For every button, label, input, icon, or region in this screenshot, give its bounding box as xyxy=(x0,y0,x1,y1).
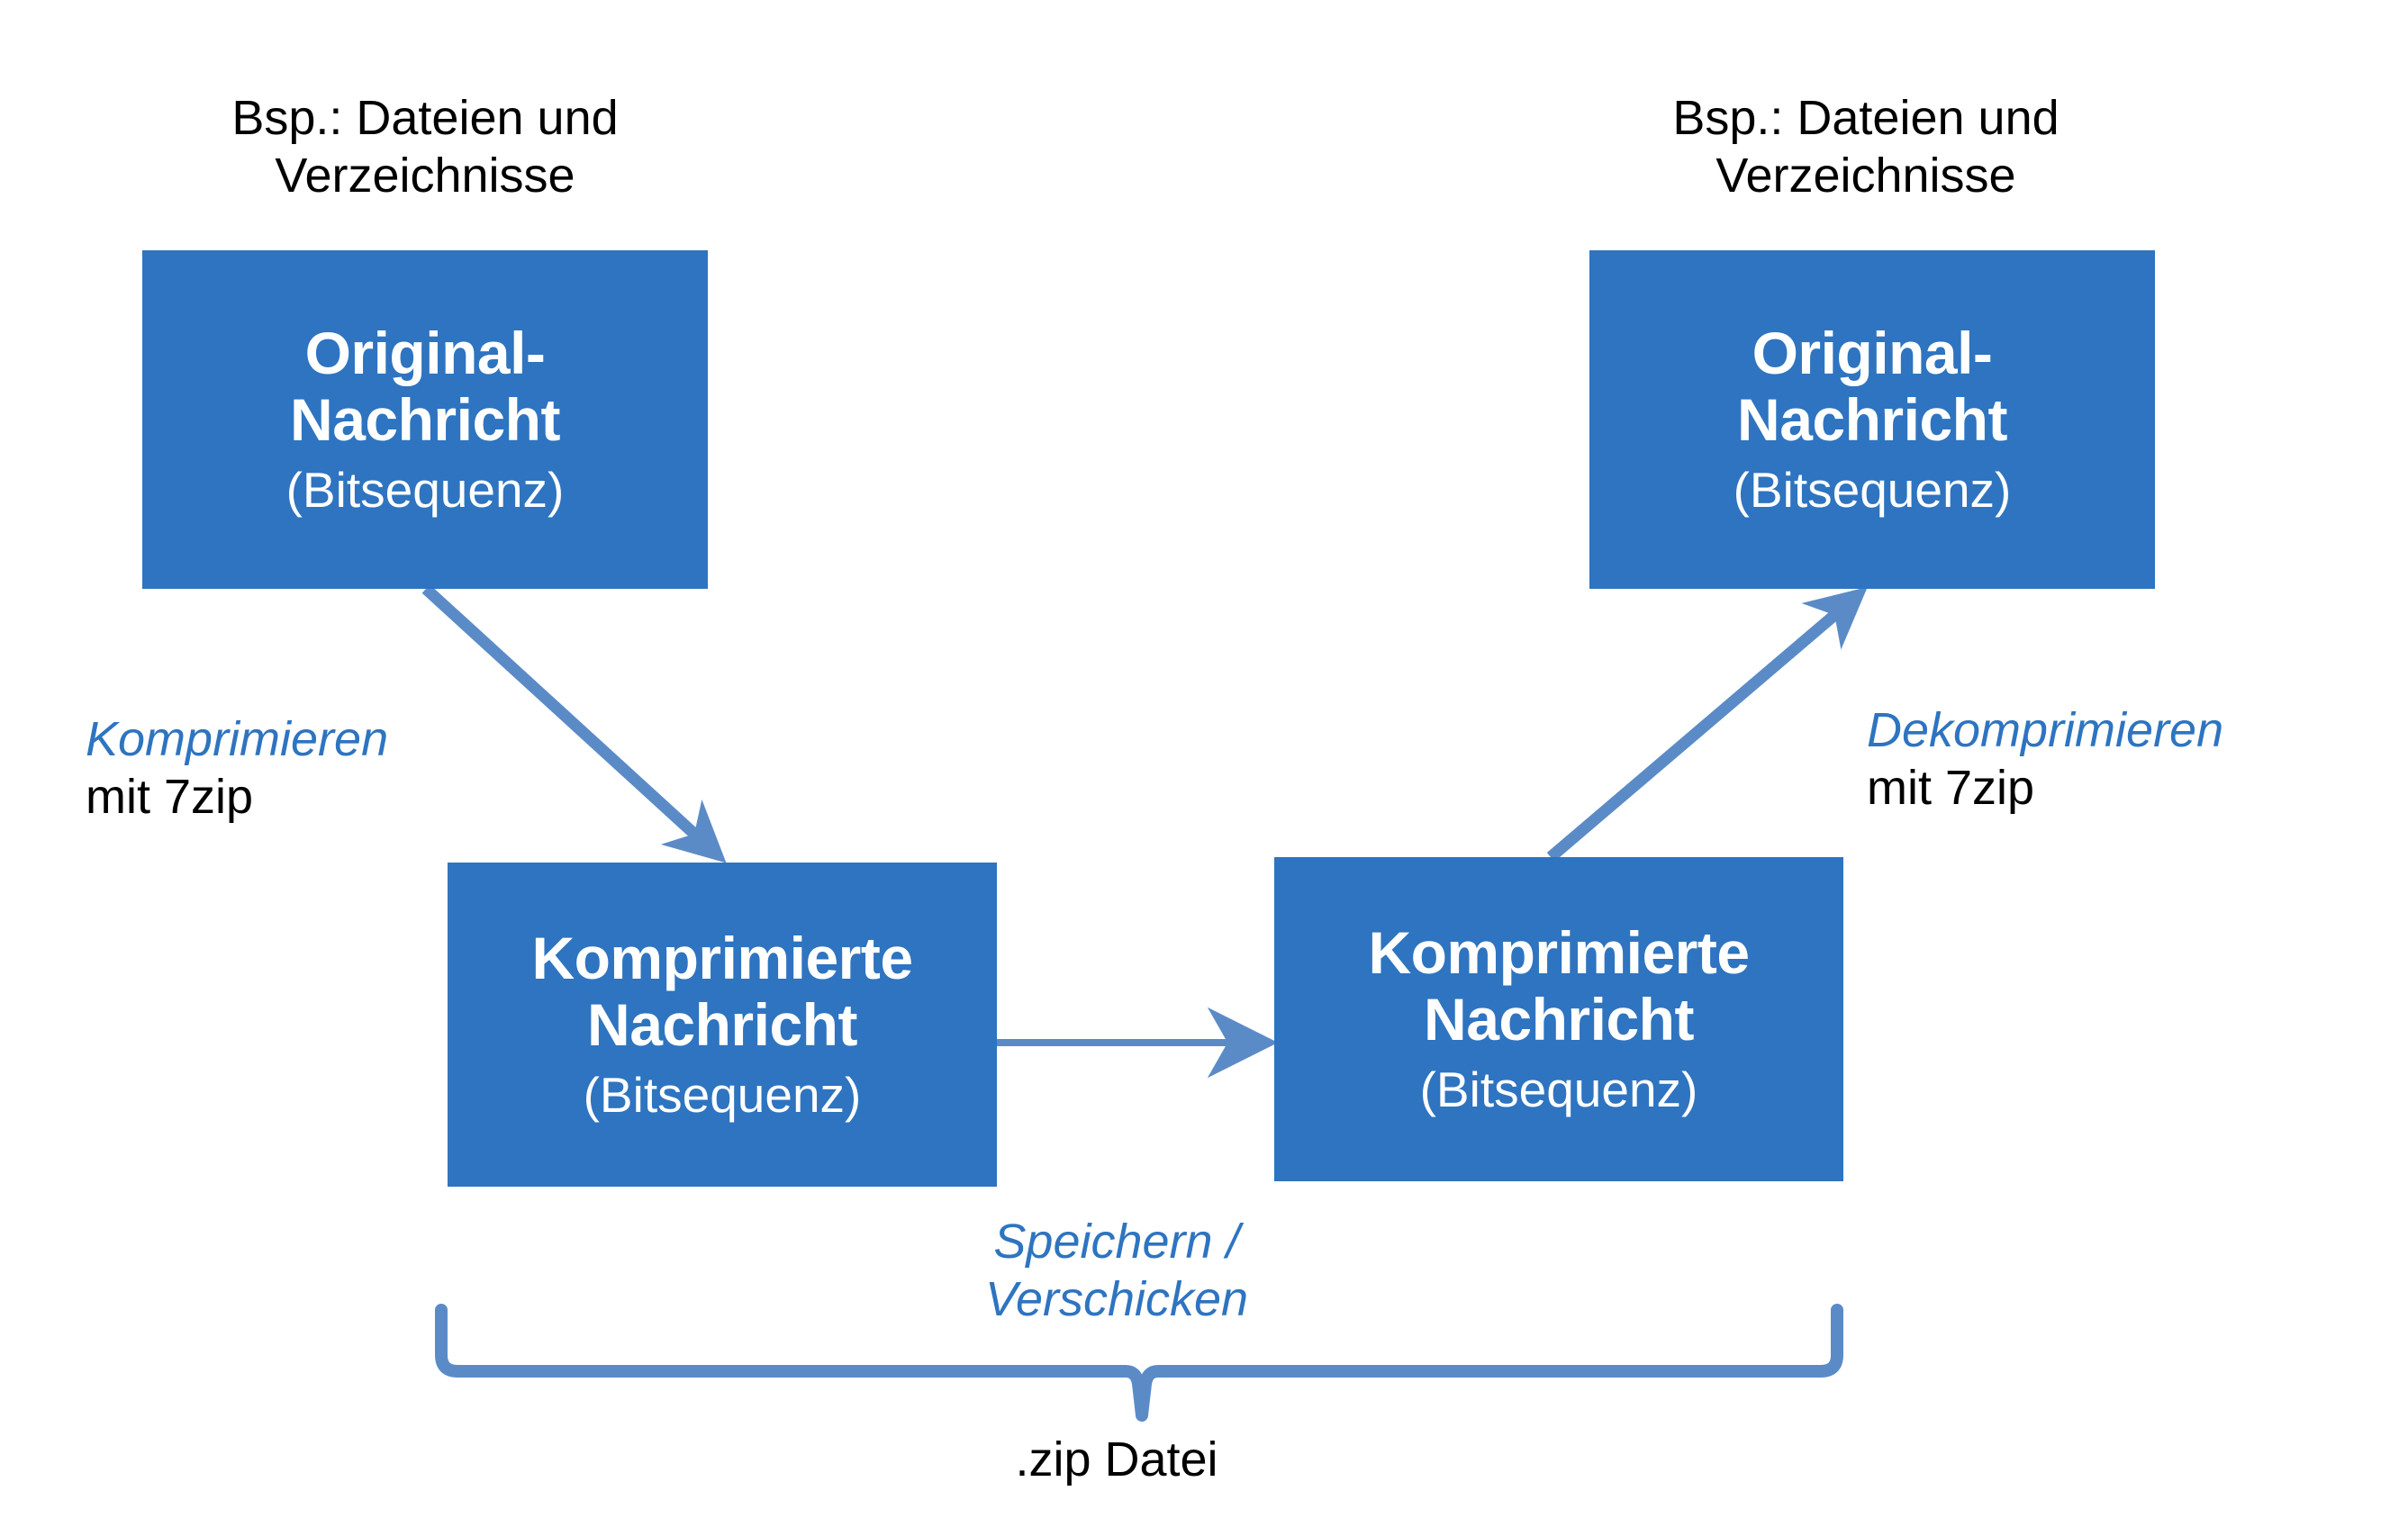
box-title-line-1: Komprimierte xyxy=(531,925,913,992)
example-caption-left: Bsp.: Dateien und Verzeichnisse xyxy=(231,91,619,203)
label-decompress: Dekomprimieren mit 7zip xyxy=(1867,702,2407,817)
box-title-line-1: Original- xyxy=(1752,320,1993,387)
box-title-line-1: Komprimierte xyxy=(1368,919,1750,987)
box-original-message-left[interactable]: Original- Nachricht (Bitsequenz) xyxy=(142,250,708,589)
decompress-arrow xyxy=(1546,586,1868,862)
box-title-line-2: Nachricht xyxy=(587,991,857,1059)
box-original-message-right[interactable]: Original- Nachricht (Bitsequenz) xyxy=(1589,250,2155,589)
box-title-line-2: Nachricht xyxy=(1737,386,2007,454)
label-compress: Komprimieren mit 7zip xyxy=(86,711,590,826)
box-subtitle: (Bitsequenz) xyxy=(1733,462,2012,519)
example-caption-right: Bsp.: Dateien und Verzeichnisse xyxy=(1672,91,2059,203)
box-subtitle: (Bitsequenz) xyxy=(583,1067,862,1124)
box-title-line-2: Nachricht xyxy=(290,386,560,454)
label-compress-action: Komprimieren xyxy=(86,712,389,766)
box-compressed-message-left[interactable]: Komprimierte Nachricht (Bitsequenz) xyxy=(448,863,997,1187)
box-title-line-1: Original- xyxy=(304,320,546,387)
box-subtitle: (Bitsequenz) xyxy=(285,462,565,519)
label-zip-file: .zip Datei xyxy=(1015,1432,1218,1486)
label-decompress-tool: mit 7zip xyxy=(1867,760,2035,815)
box-compressed-message-right[interactable]: Komprimierte Nachricht (Bitsequenz) xyxy=(1274,857,1843,1181)
box-subtitle: (Bitsequenz) xyxy=(1419,1062,1698,1118)
label-transfer: Speichern / Verschicken xyxy=(984,1215,1249,1326)
box-title-line-2: Nachricht xyxy=(1424,986,1694,1053)
label-decompress-action: Dekomprimieren xyxy=(1867,703,2224,757)
label-compress-tool: mit 7zip xyxy=(86,769,254,824)
